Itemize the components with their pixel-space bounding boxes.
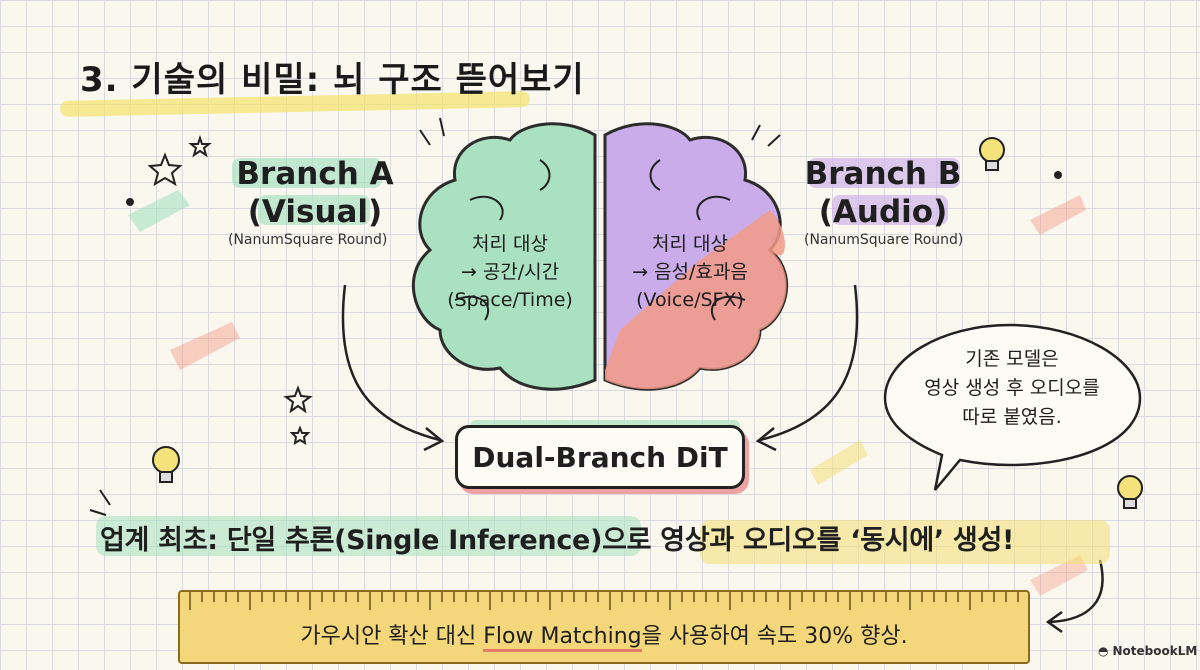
watermark: ◓ NotebookLM	[1098, 644, 1197, 658]
ruler-part1: 가우시안 확산 대신	[300, 624, 484, 649]
branch-b-line1: Branch B	[804, 156, 962, 192]
ruler-banner	[178, 590, 1030, 664]
brain-right-line3: (Voice/SFX)	[636, 289, 744, 311]
headline-part2: 영상과 오디오를 ‘동시에’ 생성!	[660, 525, 1015, 556]
brain-left-line3: (Space/Time)	[447, 289, 573, 311]
star-icon	[147, 134, 313, 445]
burst-lines	[89, 117, 781, 516]
headline: 업계 최초: 단일 추론(Single Inference)으로 영상과 오디오…	[100, 518, 1014, 557]
arrow-bottom-right-head	[1045, 610, 1063, 634]
branch-a-line2: (Visual)	[247, 194, 383, 230]
branch-b-highlight-2	[832, 195, 948, 225]
lightbulb-icon	[152, 137, 1143, 509]
yellow-splash-right	[810, 440, 868, 485]
brain-left-folds	[454, 159, 551, 321]
dot-left	[126, 198, 134, 206]
brain-left-line1: 처리 대상	[472, 233, 548, 255]
arrow-right-curve	[759, 284, 859, 442]
headline-highlight-yellow	[700, 520, 1110, 564]
branch-a-highlight	[232, 158, 382, 188]
ruler-ticks	[189, 592, 1019, 610]
dual-branch-dit-box: Dual-Branch DiT	[455, 425, 745, 489]
branch-a-highlight-2	[258, 195, 370, 225]
branch-a-title: Branch A (Visual)	[230, 155, 400, 231]
brain-left-label: 처리 대상 → 공간/시간 (Space/Time)	[420, 230, 600, 314]
ruler-text: 가우시안 확산 대신 Flow Matching을 사용하여 속도 30% 향상…	[178, 618, 1030, 652]
headline-highlight-green	[96, 516, 641, 556]
branch-b-font-note: (NanumSquare Round)	[804, 232, 964, 248]
green-splash-left	[128, 190, 190, 232]
arrow-left-head	[423, 427, 445, 452]
bubble-line2: 영상 생성 후 오디오를	[924, 377, 1100, 399]
branch-a-line1: Branch A	[236, 156, 394, 192]
arrow-right-head	[755, 427, 777, 452]
brain-left-line2: → 공간/시간	[460, 261, 560, 283]
headline-part1: 업계 최초: 단일 추론(Single Inference)으로	[100, 525, 661, 556]
brain-right-coral	[605, 210, 787, 390]
dot-right	[1054, 171, 1062, 179]
branch-b-highlight	[808, 158, 960, 188]
page-title: 3. 기술의 비밀: 뇌 구조 뜯어보기	[80, 60, 585, 100]
brain-right-line2: → 음성/효과음	[632, 261, 748, 283]
brain-right-folds	[649, 159, 746, 321]
notebooklm-logo-icon: ◓	[1098, 644, 1109, 658]
coral-splash-left	[170, 322, 240, 370]
coral-splash-right	[1030, 195, 1086, 235]
ruler-flow-matching: Flow Matching	[483, 624, 642, 652]
bubble-line1: 기존 모델은	[965, 348, 1059, 370]
arrow-bottom-right	[1049, 559, 1104, 624]
branch-a-font-note: (NanumSquare Round)	[228, 232, 388, 248]
coral-splash-bottom	[1030, 555, 1088, 596]
bubble-line3: 따로 붙였음.	[962, 406, 1062, 428]
brain-right-label: 처리 대상 → 음성/효과음 (Voice/SFX)	[600, 230, 780, 314]
arrow-left-curve	[341, 284, 441, 442]
brain-left-half	[411, 122, 597, 391]
brain-right-line1: 처리 대상	[652, 233, 728, 255]
speech-bubble	[883, 323, 1142, 491]
ruler-part3: 을 사용하여 속도 30% 향상.	[641, 624, 908, 649]
branch-b-title: Branch B (Audio)	[798, 155, 968, 231]
branch-b-line2: (Audio)	[818, 194, 948, 230]
watermark-text: NotebookLM	[1112, 644, 1198, 658]
speech-bubble-text: 기존 모델은 영상 생성 후 오디오를 따로 붙였음.	[912, 345, 1112, 432]
